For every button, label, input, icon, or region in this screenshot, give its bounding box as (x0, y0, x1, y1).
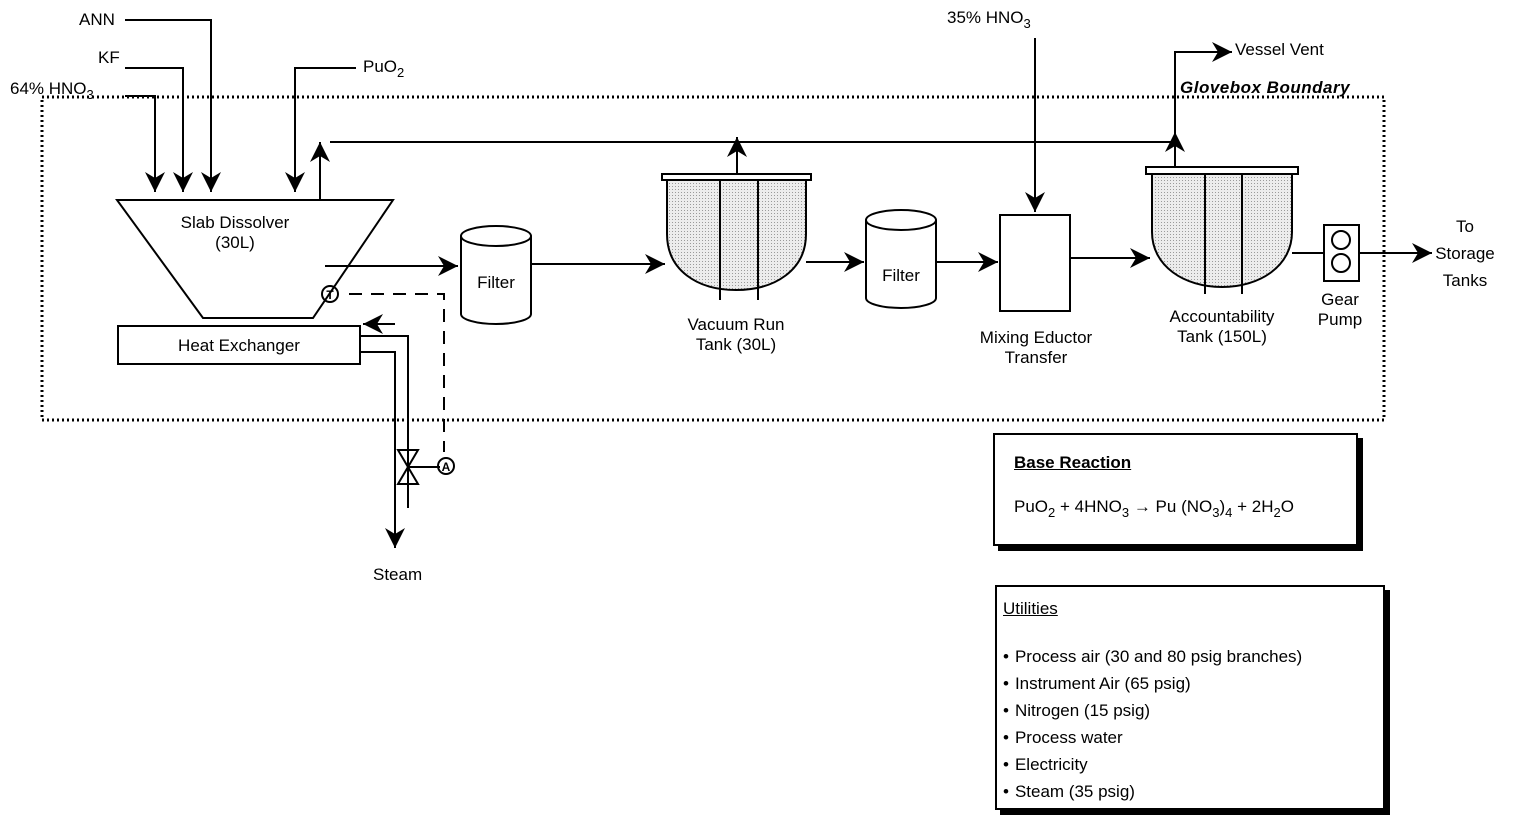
actuator-symbol-letter: A (442, 460, 451, 474)
base-reaction-equation: PuO2 + 4HNO3 → Pu (NO3)4 + 2H2O (1014, 497, 1294, 520)
accountability-tank-label: Accountability Tank (150L) (1169, 307, 1275, 346)
base-reaction-box: Base Reaction PuO2 + 4HNO3 → Pu (NO3)4 +… (993, 433, 1358, 546)
storage-tanks-label: To Storage Tanks (1435, 217, 1495, 290)
steam-label: Steam (373, 565, 423, 584)
puo2-feed-line (285, 67, 356, 192)
steam-control-valve (396, 449, 455, 485)
heat-exchanger (117, 325, 361, 365)
filter-2 (865, 209, 937, 309)
slab-dissolver (115, 199, 395, 319)
vacuum-run-tank-label: Vacuum Run Tank (30L) (687, 315, 785, 354)
gear-pump (1323, 224, 1360, 282)
puo2-label: PuO2 (363, 57, 405, 80)
vacuum-run-tank (661, 173, 812, 300)
utilities-list: Process air (30 and 80 psig branches) In… (1003, 643, 1383, 805)
mixing-eductor (999, 214, 1071, 312)
steam-return-line (360, 351, 405, 548)
hno3-35-label: 35% HNO3 (947, 8, 1031, 31)
heat-exchanger-label: Heat Exchanger (178, 336, 300, 355)
utility-item: Instrument Air (65 psig) (1003, 670, 1383, 697)
ann-label: ANN (79, 10, 115, 29)
glovebox-boundary (40, 95, 1386, 422)
hno3-64-feed-line (125, 95, 165, 192)
accountability-tank (1145, 166, 1299, 294)
utility-item: Nitrogen (15 psig) (1003, 697, 1383, 724)
filter-2-label: Filter (882, 266, 920, 285)
temperature-symbol-letter: T (326, 288, 334, 302)
filter-1-label: Filter (477, 273, 515, 292)
hno3-64-label: 64% HNO3 (10, 79, 94, 102)
mixing-eductor-label: Mixing Eductor Transfer (979, 328, 1093, 367)
filter-1 (460, 225, 532, 325)
kf-feed-line (125, 67, 193, 192)
utility-item: Steam (35 psig) (1003, 778, 1383, 805)
steam-supply-line (360, 335, 409, 508)
glovebox-boundary-label: Glovebox Boundary (1180, 78, 1351, 97)
temperature-control-line (349, 293, 445, 452)
base-reaction-title: Base Reaction (1014, 453, 1132, 472)
temperature-indicator-symbol (321, 285, 339, 303)
gear-pump-label: Gear Pump (1317, 290, 1363, 329)
utilities-title: Utilities (1003, 599, 1058, 618)
utility-item: Process water (1003, 724, 1383, 751)
ann-feed-line (125, 19, 221, 192)
vessel-vent-label: Vessel Vent (1235, 40, 1324, 59)
slab-dissolver-label: Slab Dissolver (30L) (180, 213, 290, 252)
utilities-box: Utilities Process air (30 and 80 psig br… (995, 585, 1385, 810)
utility-item: Electricity (1003, 751, 1383, 778)
utility-item: Process air (30 and 80 psig branches) (1003, 643, 1383, 670)
vessel-vent-line (1174, 42, 1232, 132)
kf-label: KF (98, 48, 120, 67)
